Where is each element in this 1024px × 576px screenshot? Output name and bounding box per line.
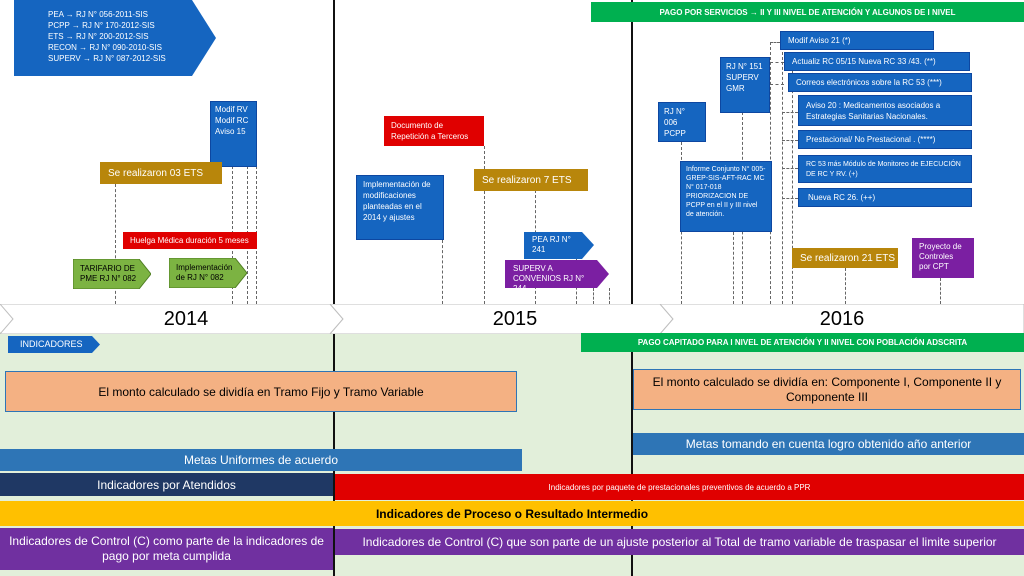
list-item-text: RC 53 más Módulo de Monitoreo de EJECUCI…: [806, 161, 961, 178]
header-pago-capitado-text: PAGO CAPITADO PARA I NIVEL DE ATENCIÓN Y…: [637, 338, 968, 347]
connector-line: [940, 278, 941, 304]
box-rj-151: RJ N° 151 SUPERV GMR: [720, 57, 770, 113]
indicadores-paquete: Indicadores por paquete de prestacionale…: [335, 474, 1024, 500]
box-proyecto-cpt: Proyecto de Controles por CPT: [912, 238, 974, 278]
box-ets-2016-text: Se realizaron 21 ETS: [800, 252, 896, 264]
box-rj-006: RJ N° 006 PCPP: [658, 102, 706, 142]
list-item-rc-53-modulo: RC 53 más Módulo de Monitoreo de EJECUCI…: [798, 155, 972, 183]
list-item-aviso-20: Aviso 20 : Medicamentos asociados a Estr…: [798, 95, 972, 126]
box-pea-241-text: PEA RJ N° 241: [532, 235, 571, 254]
year-2015: 2015: [492, 308, 538, 330]
list-item-text: Prestacional/ No Prestacional . (****): [806, 135, 936, 144]
connector-line: [733, 232, 734, 304]
box-ets-2015: Se realizaron 7 ETS: [474, 169, 588, 191]
timeline: 2014 2015 2016: [0, 304, 1024, 334]
year-2014: 2014: [163, 308, 209, 330]
list-item-text: Nueva RC 26. (++): [808, 193, 876, 202]
connector-tick: [782, 140, 798, 141]
separator-2015: [333, 0, 335, 576]
box-ets-2015-text: Se realizaron 7 ETS: [482, 174, 572, 186]
list-item-nueva-rc-26: Nueva RC 26. (++): [798, 188, 972, 207]
box-informe-conjunto: Informe Conjunto N° 005-GREP-SIS-AFT-RAC…: [680, 161, 772, 232]
connector-line: [792, 70, 793, 304]
legend-line: RECON → RJ N° 090-2010-SIS: [48, 43, 162, 52]
connector-line: [115, 184, 116, 304]
indicadores-paquete-text: Indicadores por paquete de prestacionale…: [548, 482, 811, 492]
box-informe-conjunto-text: Informe Conjunto N° 005-GREP-SIS-AFT-RAC…: [686, 166, 766, 218]
metas-right: Metas tomando en cuenta logro obtenido a…: [633, 433, 1024, 455]
box-rj-151-text: RJ N° 151 SUPERV GMR: [726, 62, 763, 93]
box-modif-rv: Modif RV Modif RC Aviso 15: [210, 101, 257, 167]
legend-line: PCPP → RJ N° 170-2012-SIS: [48, 21, 155, 30]
metas-right-text: Metas tomando en cuenta logro obtenido a…: [685, 437, 972, 451]
legend-line: SUPERV → RJ N° 087-2012-SIS: [48, 54, 166, 63]
connector-line: [593, 288, 594, 304]
box-implementacion-2015-text: Implementación de modificaciones plantea…: [363, 180, 431, 222]
box-tarifario-text: TARIFARIO DE PME RJ N° 082: [80, 264, 137, 283]
control-right-text: Indicadores de Control (C) que son parte…: [362, 535, 997, 549]
separator-2016: [631, 0, 633, 576]
list-item-correos: Correos electrónicos sobre la RC 53 (***…: [788, 73, 972, 92]
list-item-text: Actualiz RC 05/15 Nueva RC 33 /43. (**): [792, 57, 936, 66]
box-documento: Documento de Repetición a Terceros: [384, 116, 484, 146]
box-huelga-text: Huelga Médica duración 5 meses: [130, 236, 249, 245]
box-implementacion-082-text: Implementación de RJ N° 082: [176, 263, 233, 282]
box-documento-text: Documento de Repetición a Terceros: [391, 121, 469, 141]
connector-line: [782, 42, 783, 304]
list-item-text: Modif Aviso 21 (*): [788, 36, 851, 45]
connector-tick: [770, 84, 784, 85]
indicadores-tag: INDICADORES: [8, 336, 100, 353]
connector-tick: [770, 62, 784, 63]
box-rj-006-text: RJ N° 006 PCPP: [664, 107, 686, 138]
connector-line: [484, 146, 485, 304]
list-item-text: Aviso 20 : Medicamentos asociados a Estr…: [806, 101, 941, 121]
list-item-text: Correos electrónicos sobre la RC 53 (***…: [796, 78, 942, 87]
connector-tick: [782, 168, 798, 169]
box-ets-2014: Se realizaron 03 ETS: [100, 162, 222, 184]
box-huelga: Huelga Médica duración 5 meses: [123, 232, 257, 249]
indicadores-atendidos-text: Indicadores por Atendidos: [97, 477, 236, 492]
box-ets-2014-text: Se realizaron 03 ETS: [108, 167, 204, 179]
connector-tick: [782, 198, 798, 199]
indicadores-proceso-text: Indicadores de Proceso o Resultado Inter…: [375, 506, 649, 521]
header-pago-servicios-text: PAGO POR SERVICIOS → II Y III NIVEL DE A…: [659, 7, 956, 17]
control-right: Indicadores de Control (C) que son parte…: [335, 529, 1024, 555]
box-pea-241: PEA RJ N° 241: [524, 232, 594, 259]
monto-left: El monto calculado se dividía en Tramo F…: [5, 371, 517, 412]
connector-line: [845, 268, 846, 304]
list-item-actualiz-rc: Actualiz RC 05/15 Nueva RC 33 /43. (**): [784, 52, 970, 71]
indicadores-tag-text: INDICADORES: [20, 339, 83, 349]
monto-right: El monto calculado se dividía en: Compon…: [633, 369, 1021, 410]
box-superv-244: SUPERV A CONVENIOS RJ N° 244: [505, 260, 609, 293]
connector-line: [609, 288, 610, 304]
control-left: Indicadores de Control (C) como parte de…: [0, 528, 333, 570]
connector-tick: [770, 42, 780, 43]
legend-line: PEA → RJ N° 056-2011-SIS: [48, 10, 148, 19]
box-implementacion-082: Implementación de RJ N° 082: [169, 258, 247, 288]
monto-right-text: El monto calculado se dividía en: Compon…: [652, 374, 1002, 404]
header-pago-servicios: PAGO POR SERVICIOS → II Y III NIVEL DE A…: [591, 2, 1024, 22]
indicadores-atendidos: Indicadores por Atendidos: [0, 473, 333, 496]
box-tarifario: TARIFARIO DE PME RJ N° 082: [73, 259, 151, 289]
metas-left: Metas Uniformes de acuerdo: [0, 449, 522, 471]
year-2016: 2016: [819, 308, 865, 330]
box-modif-rv-text: Modif RV Modif RC Aviso 15: [215, 105, 249, 136]
box-proyecto-cpt-text: Proyecto de Controles por CPT: [919, 242, 962, 271]
connector-line: [442, 240, 443, 304]
indicadores-proceso: Indicadores de Proceso o Resultado Inter…: [0, 501, 1024, 526]
metas-left-text: Metas Uniformes de acuerdo: [183, 453, 339, 467]
box-superv-244-text: SUPERV A CONVENIOS RJ N° 244: [513, 264, 585, 293]
header-pago-capitado: PAGO CAPITADO PARA I NIVEL DE ATENCIÓN Y…: [581, 333, 1024, 352]
monto-left-text: El monto calculado se dividía en Tramo F…: [98, 384, 424, 399]
list-item-aviso-21: Modif Aviso 21 (*): [780, 31, 934, 50]
legend-line: ETS → RJ N° 200-2012-SIS: [48, 32, 149, 41]
box-implementacion-2015: Implementación de modificaciones plantea…: [356, 175, 444, 240]
box-ets-2016: Se realizaron 21 ETS: [792, 248, 898, 268]
control-left-text: Indicadores de Control (C) como parte de…: [9, 534, 324, 563]
list-item-prestacional: Prestacional/ No Prestacional . (****): [798, 130, 972, 149]
legend-arrow: PEA → RJ N° 056-2011-SIS PCPP → RJ N° 17…: [14, 0, 216, 76]
connector-tick: [782, 112, 798, 113]
